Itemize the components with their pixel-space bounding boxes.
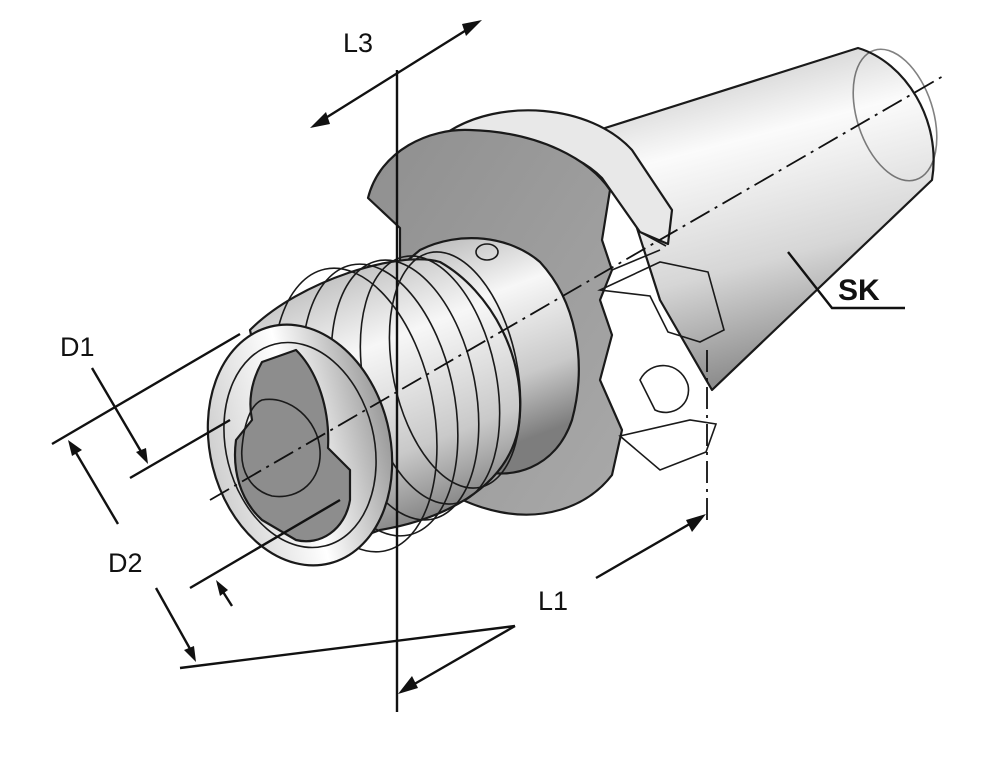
label-d1: D1	[60, 332, 95, 362]
label-sk: SK	[838, 274, 880, 307]
label-l3: L3	[343, 28, 373, 58]
dimension-sk: SK	[787, 251, 905, 310]
center-axis	[209, 74, 946, 501]
dimension-l3: L3	[310, 20, 482, 712]
front-face	[206, 323, 394, 567]
dimension-l1: L1	[398, 514, 706, 694]
dimension-d1: D1	[51, 332, 241, 525]
label-d2: D2	[108, 548, 143, 578]
dimension-d2: D2	[108, 498, 516, 670]
label-l1: L1	[538, 586, 568, 616]
taper-shank	[603, 46, 938, 392]
